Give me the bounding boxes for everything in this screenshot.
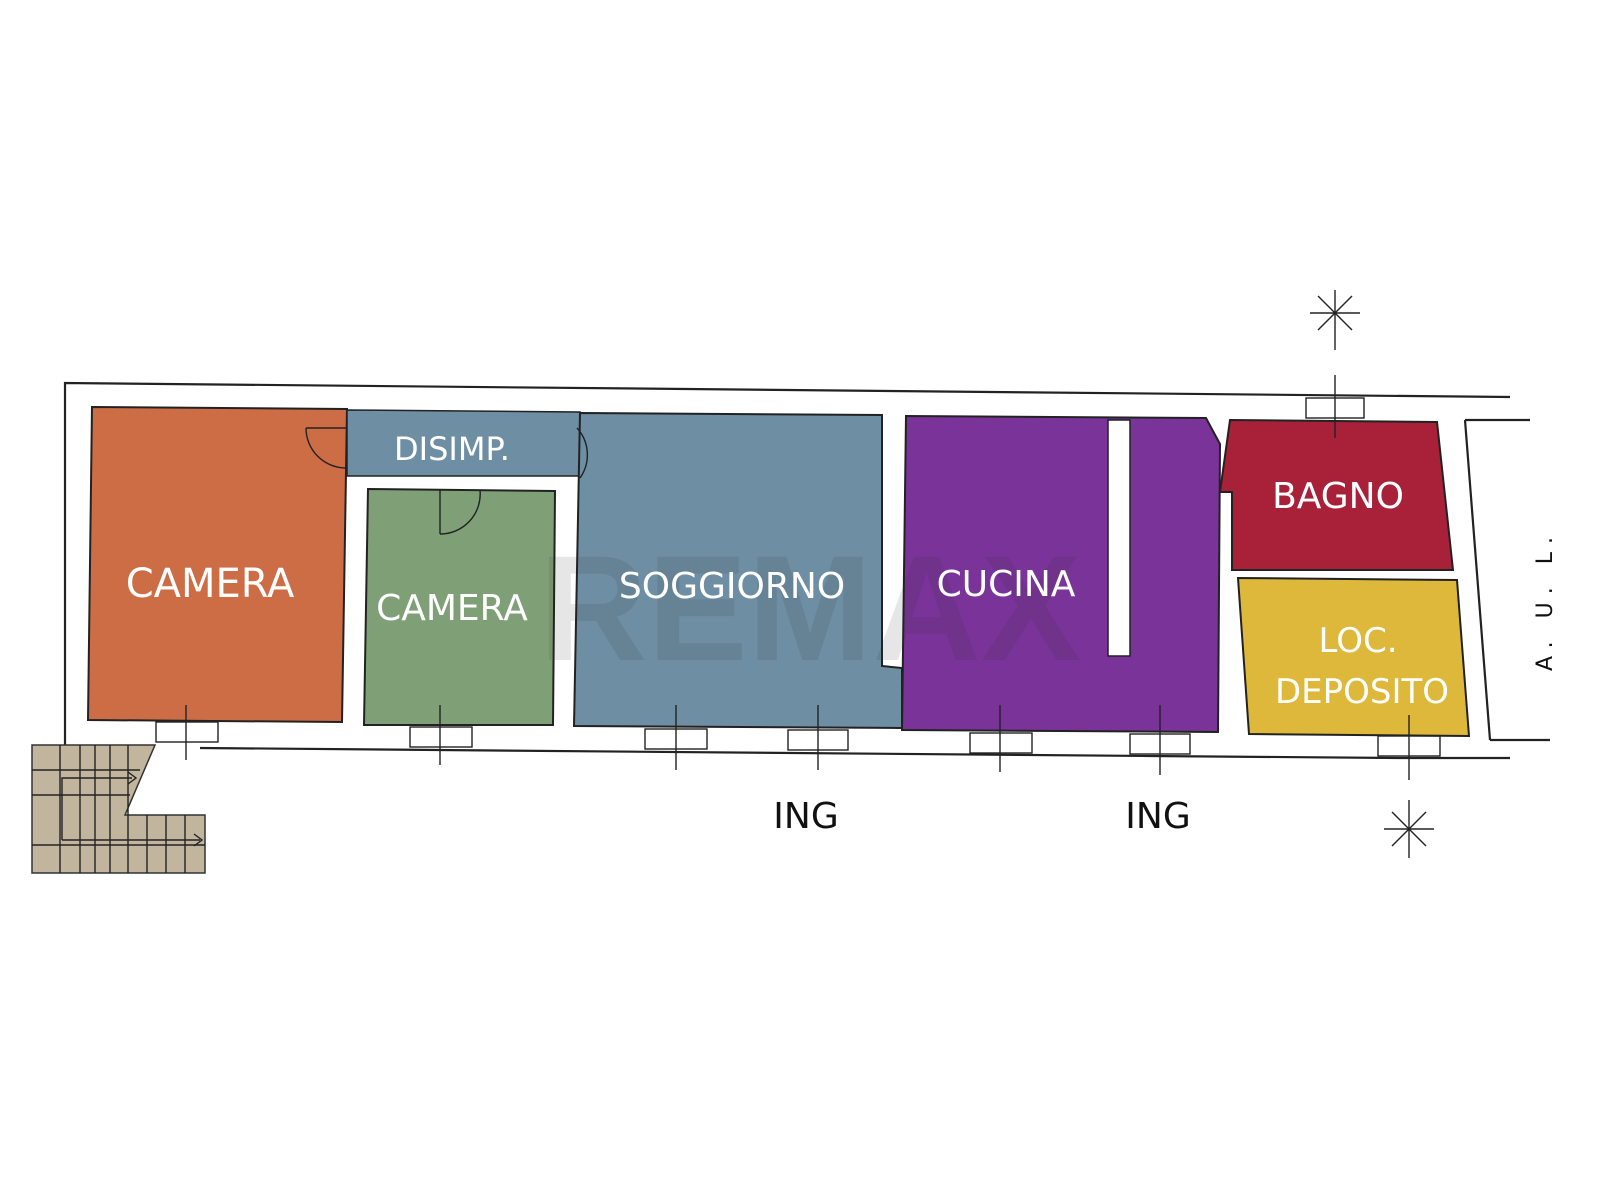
room-label-bagno: BAGNO <box>1272 476 1404 517</box>
room-camera-2 <box>362 487 557 726</box>
side-label: A. U. L. <box>1533 529 1558 671</box>
room-deposito <box>1236 576 1471 738</box>
room-label-disimpegno: DISIMP. <box>394 430 510 468</box>
room-camera-1 <box>86 405 349 724</box>
entrance-label-1: ING <box>773 796 838 837</box>
compass-star-north-icon <box>1310 290 1360 350</box>
room-label-cucina: CUCINA <box>937 564 1076 605</box>
room-label-soggiorno: SOGGIORNO <box>619 566 845 607</box>
room-bagno <box>1218 418 1455 571</box>
entrance-label-2: ING <box>1125 796 1190 837</box>
room-label-deposito-line1: LOC. <box>1318 621 1397 661</box>
room-label-deposito-line2: DEPOSITO <box>1275 672 1449 712</box>
door-swings <box>305 427 589 535</box>
windows <box>155 375 1441 780</box>
stairs <box>31 744 206 874</box>
room-cucina <box>900 414 1222 734</box>
watermark-text: REMAX <box>539 524 1081 692</box>
outer-walls <box>63 381 1550 760</box>
room-label-camera-1: CAMERA <box>126 561 295 607</box>
room-label-camera-2: CAMERA <box>376 588 528 629</box>
compass-star-south-icon <box>1384 800 1434 858</box>
cucina-partition <box>1107 419 1131 657</box>
